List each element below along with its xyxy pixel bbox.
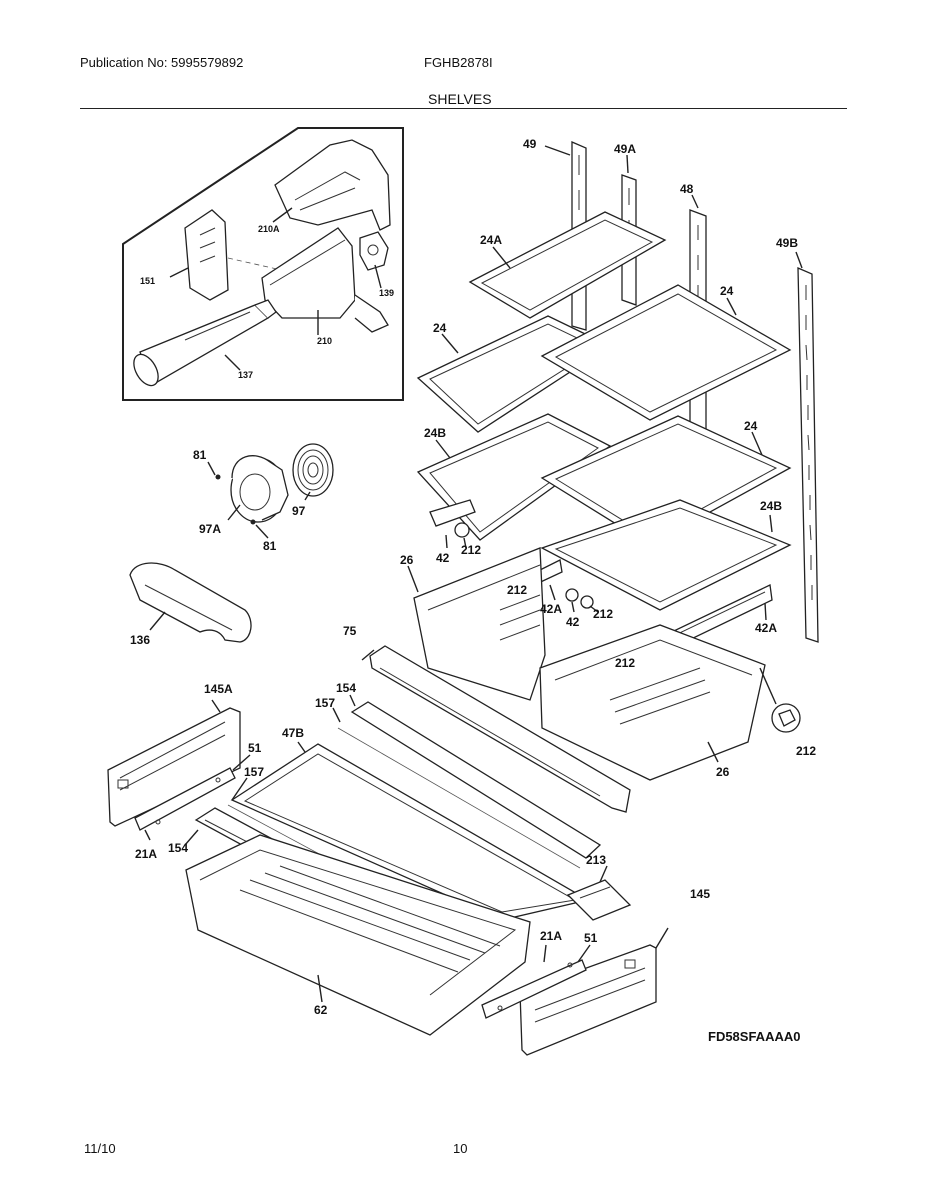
callout-42a-center: 42A (540, 602, 562, 616)
callout-157-top: 157 (315, 696, 335, 710)
deli-pan (185, 834, 531, 1036)
callout-145a: 145A (204, 682, 233, 696)
callout-154-bottom: 154 (168, 841, 188, 855)
callout-49b: 49B (776, 236, 798, 250)
callout-24b-left: 24B (424, 426, 446, 440)
water-filter-inset (122, 127, 404, 401)
callout-24-upper-right: 24 (720, 284, 734, 298)
page-number: 10 (453, 1141, 468, 1156)
callout-212-a: 212 (461, 543, 481, 557)
callout-21a-right: 21A (540, 929, 562, 943)
callout-212-d: 212 (615, 656, 635, 670)
callout-137: 137 (238, 370, 253, 380)
fan-assembly (207, 443, 334, 539)
callout-21a-left: 21A (135, 847, 157, 861)
callout-49a: 49A (614, 142, 636, 156)
callout-42-left: 42 (436, 551, 450, 565)
crisper-drawers (407, 547, 801, 781)
callout-26-left: 26 (400, 553, 414, 567)
publication-number: Publication No: 5995579892 (80, 55, 244, 70)
callout-145: 145 (690, 887, 710, 901)
callout-24b-right: 24B (760, 499, 782, 513)
footer-date: 11/10 (84, 1141, 116, 1156)
callout-24a: 24A (480, 233, 502, 247)
callout-212-b: 212 (507, 583, 527, 597)
callout-51-right: 51 (584, 931, 598, 945)
callout-48: 48 (680, 182, 694, 196)
model-number: FGHB2878I (424, 55, 493, 70)
callout-212-e: 212 (796, 744, 816, 758)
callout-210a: 210A (258, 224, 280, 234)
callout-213: 213 (586, 853, 606, 867)
callout-97: 97 (292, 504, 306, 518)
callout-81-bottom: 81 (263, 539, 277, 553)
callout-24-middle-right: 24 (744, 419, 758, 433)
callout-139: 139 (379, 288, 394, 298)
glass-shelves (416, 211, 792, 611)
callout-47b: 47B (282, 726, 304, 740)
callout-62: 62 (314, 1003, 328, 1017)
callout-49: 49 (523, 137, 537, 151)
callout-24-upper-left: 24 (433, 321, 447, 335)
callout-136: 136 (130, 633, 150, 647)
side-panels (107, 699, 669, 1056)
callout-75: 75 (343, 624, 357, 638)
callout-151: 151 (140, 276, 155, 286)
callout-212-c: 212 (593, 607, 613, 621)
callout-210: 210 (317, 336, 332, 346)
callout-labels: 49 49A 48 49B 24A 24 24 24B 24 24B 26 26… (130, 137, 816, 1017)
callout-157-bottom: 157 (244, 765, 264, 779)
section-title: SHELVES (428, 91, 492, 107)
callout-42-right: 42 (566, 615, 580, 629)
callout-97a: 97A (199, 522, 221, 536)
air-duct (129, 562, 252, 643)
callout-26-right: 26 (716, 765, 730, 779)
callout-81-top: 81 (193, 448, 207, 462)
header-rule (80, 108, 847, 109)
drawing-code: FD58SFAAAA0 (708, 1029, 801, 1044)
callout-154-top: 154 (336, 681, 356, 695)
callout-42a-right: 42A (755, 621, 777, 635)
callout-51-left: 51 (248, 741, 262, 755)
